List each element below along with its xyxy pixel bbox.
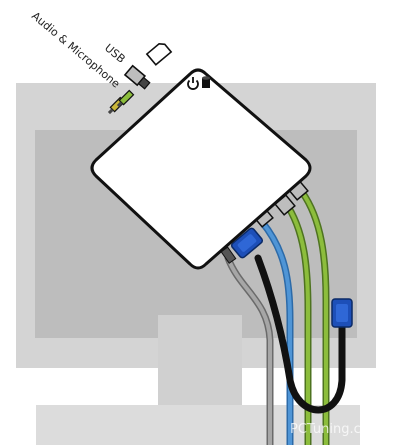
sd-card-icon	[145, 42, 173, 66]
watermark: PCTuning.cz	[290, 422, 368, 437]
vga-connector-monitor	[331, 298, 353, 328]
device-body	[90, 68, 312, 270]
vga-connector-device	[230, 227, 264, 259]
vga-black-cable	[254, 254, 346, 414]
usb-plug-icon	[123, 64, 151, 90]
power-icon	[187, 77, 199, 90]
usb-label: USB	[102, 41, 128, 65]
hdd-activity-icon	[202, 76, 210, 88]
audio-plug-green-icon	[116, 89, 135, 108]
monitor-stand-neck	[158, 315, 242, 415]
cables	[224, 188, 346, 445]
